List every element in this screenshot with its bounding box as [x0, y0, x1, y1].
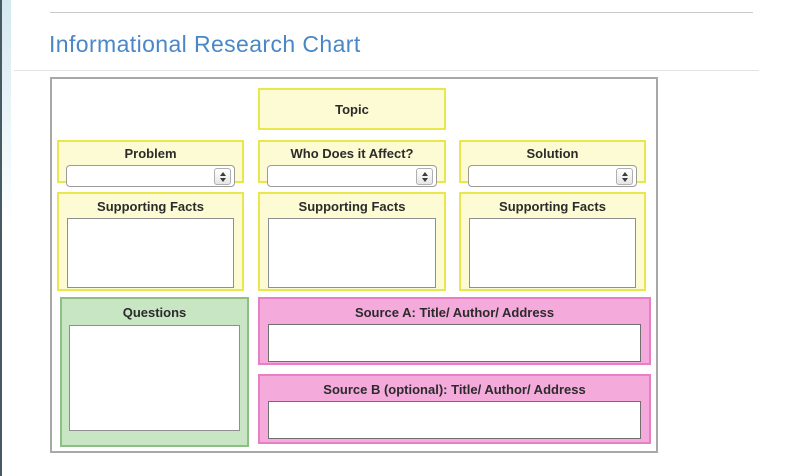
research-chart-board: Topic Problem Who Does it Affect? Soluti…: [50, 77, 658, 453]
problem-box: Problem: [57, 140, 244, 187]
title-divider: [14, 70, 759, 71]
problem-facts-label: Supporting Facts: [97, 199, 204, 214]
questions-input[interactable]: [69, 325, 240, 431]
solution-facts-box: Supporting Facts: [459, 192, 646, 291]
select-stepper-icon[interactable]: [214, 168, 231, 185]
affect-select[interactable]: [267, 165, 437, 187]
source-b-box: Source B (optional): Title/ Author/ Addr…: [258, 374, 651, 444]
solution-select[interactable]: [468, 165, 637, 187]
topic-label: Topic: [335, 101, 369, 117]
top-divider: [50, 12, 753, 13]
left-accent-bar: [0, 0, 2, 476]
source-a-input[interactable]: [268, 324, 641, 362]
solution-facts-input[interactable]: [469, 218, 636, 288]
solution-box: Solution: [459, 140, 646, 187]
affect-facts-label: Supporting Facts: [298, 199, 406, 214]
topic-box: Topic: [258, 88, 446, 130]
questions-label: Questions: [122, 305, 187, 320]
affect-label: Who Does it Affect?: [290, 146, 414, 161]
page-title: Informational Research Chart: [49, 31, 361, 57]
affect-facts-box: Supporting Facts: [258, 192, 446, 291]
problem-facts-input[interactable]: [67, 218, 234, 288]
left-accent-tint: [2, 0, 11, 230]
questions-box: Questions: [60, 297, 249, 447]
select-stepper-icon[interactable]: [416, 168, 433, 185]
problem-facts-box: Supporting Facts: [57, 192, 244, 291]
solution-facts-label: Supporting Facts: [499, 199, 606, 214]
select-stepper-icon[interactable]: [616, 168, 633, 185]
affect-facts-input[interactable]: [268, 218, 436, 288]
affect-box: Who Does it Affect?: [258, 140, 446, 187]
problem-label: Problem: [124, 146, 177, 161]
source-a-label: Source A: Title/ Author/ Address: [354, 305, 555, 320]
source-b-label: Source B (optional): Title/ Author/ Addr…: [323, 382, 586, 397]
solution-label: Solution: [526, 146, 579, 161]
source-a-box: Source A: Title/ Author/ Address: [258, 297, 651, 365]
source-b-input[interactable]: [268, 401, 641, 439]
problem-select[interactable]: [66, 165, 235, 187]
